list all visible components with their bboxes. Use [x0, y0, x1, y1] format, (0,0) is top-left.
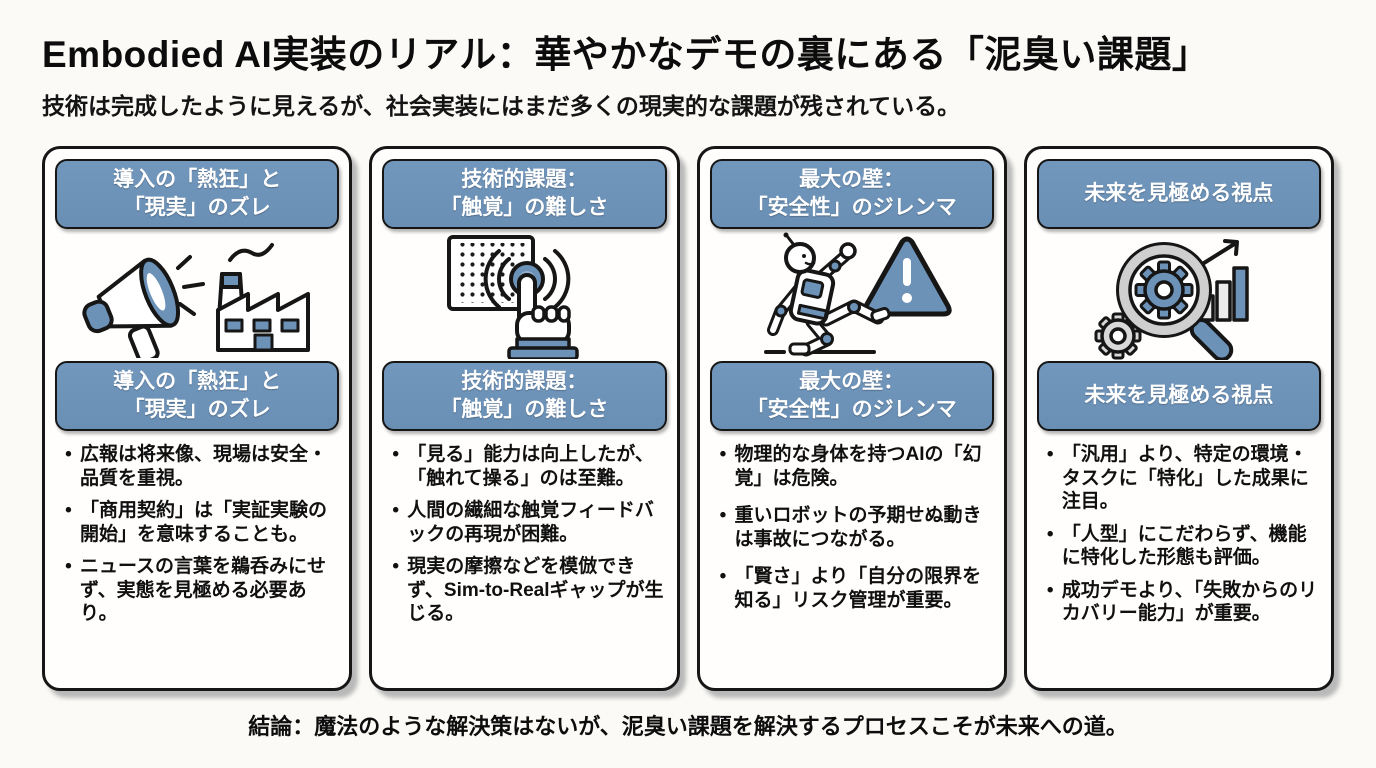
bullet-dot: • — [719, 505, 727, 527]
card-subheader-line1: 最大の壁： — [799, 370, 905, 394]
card-hype-vs-reality: 導入の「熱狂」と 「現実」のズレ — [42, 146, 353, 691]
card-header-line1: 最大の壁： — [799, 168, 905, 192]
bullet-item: • 物理的な身体を持つAIの「幻覚」は危険。 — [712, 443, 992, 490]
magnifier-gear-chart-icon — [1037, 229, 1321, 361]
page-header: Embodied AI実装のリアル：華やかなデモの裏にある「泥臭い課題」 技術は… — [0, 0, 1376, 121]
page-subtitle: 技術は完成したように見えるが、社会実装にはまだ多くの現実的な課題が残されている。 — [42, 93, 961, 119]
touch-sensor-hand-icon — [382, 229, 666, 361]
card-header-line2: 「安全性」のジレンマ — [746, 196, 957, 219]
bullet-dot: • — [1046, 523, 1054, 545]
bullet-item: • 成功デモより、「失敗からのリカバリー能力」が重要。 — [1039, 579, 1319, 626]
bullet-item: • 「賢さ」より「自分の限界を知る」リスク管理が重要。 — [712, 565, 992, 612]
bullet-text: 現実の摩擦などを模倣できず、Sim-to-Realギャップが生じる。 — [407, 556, 664, 625]
card-subheader-banner: 導入の「熱狂」と 「現実」のズレ — [55, 361, 340, 431]
bullet-text: 広報は将来像、現場は安全・品質を重視。 — [80, 444, 328, 489]
card-subheader-line1: 導入の「熱狂」と — [113, 370, 282, 394]
card-subheader-banner: 技術的課題： 「触覚」の難しさ — [382, 361, 667, 431]
bullet-list: • 「汎用」より、特定の環境・タスクに「特化」した成果に注目。 • 「人型」にこ… — [1037, 443, 1321, 626]
bullet-item: • 「人型」にこだわらず、機能に特化した形態も評価。 — [1039, 523, 1319, 570]
bullet-text: ニュースの言葉を鵜呑みにせず、実態を見極める必要あり。 — [80, 556, 327, 625]
card-subheader-banner: 未来を見極める視点 — [1036, 361, 1321, 431]
bullet-item: • 「商用契約」は「実証実験の開始」を意味することも。 — [57, 499, 337, 546]
card-subheader-line2: 「安全性」のジレンマ — [746, 398, 957, 421]
bullet-dot: • — [65, 444, 72, 465]
megaphone-factory-icon — [55, 229, 339, 361]
bullet-item: • 「汎用」より、特定の環境・タスクに「特化」した成果に注目。 — [1039, 443, 1319, 514]
card-header-banner: 未来を見極める視点 — [1036, 159, 1321, 229]
bullet-item: • 人間の繊細な触覚フィードバックの再現が困難。 — [384, 499, 664, 546]
bullet-dot: • — [719, 444, 727, 465]
bullet-item: • 現実の摩擦などを模倣できず、Sim-to-Realギャップが生じる。 — [384, 555, 664, 626]
bullet-text: 「見る」能力は向上したが、「触れて操る」のは至難。 — [407, 444, 654, 489]
card-header-banner: 導入の「熱狂」と 「現実」のズレ — [55, 159, 340, 229]
bullet-item: • ニュースの言葉を鵜呑みにせず、実態を見極める必要あり。 — [57, 555, 337, 626]
card-subheader-line1: 技術的課題： — [461, 370, 588, 394]
bullet-dot: • — [392, 444, 400, 465]
page-title: Embodied AI実装のリアル：華やかなデモの裏にある「泥臭い課題」 — [42, 34, 1210, 75]
falling-robot-warning-icon — [710, 229, 994, 361]
bullet-list: • 物理的な身体を持つAIの「幻覚」は危険。 • 重いロボットの予期せぬ動きは事… — [710, 443, 994, 612]
bullet-dot: • — [719, 566, 727, 588]
card-subheader-line2: 「現実」のズレ — [123, 398, 271, 421]
bullet-item: • 広報は将来像、現場は安全・品質を重視。 — [57, 443, 337, 490]
bullet-text: 重いロボットの予期せぬ動きは事故につながる。 — [734, 505, 982, 550]
card-header-banner: 最大の壁： 「安全性」のジレンマ — [709, 159, 994, 229]
bullet-text: 成功デモより、「失敗からのリカバリー能力」が重要。 — [1061, 579, 1318, 625]
card-subheader-banner: 最大の壁： 「安全性」のジレンマ — [709, 361, 994, 431]
cards-row: 導入の「熱狂」と 「現実」のズレ — [0, 146, 1376, 691]
card-subheader-line2: 「触覚」の難しさ — [440, 398, 609, 421]
card-safety-dilemma: 最大の壁： 「安全性」のジレンマ — [696, 146, 1007, 691]
bullet-dot: • — [1046, 579, 1054, 601]
card-future-perspective: 未来を見極める視点 — [1023, 146, 1334, 691]
card-header-line2: 「触覚」の難しさ — [440, 196, 609, 219]
bullet-text: 「人型」にこだわらず、機能に特化した形態も評価。 — [1061, 523, 1307, 569]
card-header-banner: 技術的課題： 「触覚」の難しさ — [382, 159, 667, 229]
card-header-line1: 未来を見極める視点 — [1084, 182, 1274, 206]
bullet-item: • 重いロボットの予期せぬ動きは事故につながる。 — [712, 504, 992, 551]
bullet-text: 人間の繊細な触覚フィードバックの再現が困難。 — [407, 500, 654, 545]
bullet-text: 「汎用」より、特定の環境・タスクに「特化」した成果に注目。 — [1061, 444, 1309, 513]
bullet-dot: • — [65, 556, 72, 578]
bullet-list: • 「見る」能力は向上したが、「触れて操る」のは至難。 • 人間の繊細な触覚フィ… — [382, 443, 666, 626]
card-subheader-line1: 未来を見極める視点 — [1084, 384, 1274, 408]
card-header-line1: 導入の「熱狂」と — [113, 168, 282, 192]
bullet-text: 「商用契約」は「実証実験の開始」を意味することも。 — [80, 500, 328, 545]
bullet-text: 物理的な身体を持つAIの「幻覚」は危険。 — [734, 444, 982, 489]
bullet-text: 「賢さ」より「自分の限界を知る」リスク管理が重要。 — [734, 566, 982, 611]
bullet-dot: • — [392, 556, 400, 578]
bullet-list: • 広報は将来像、現場は安全・品質を重視。 • 「商用契約」は「実証実験の開始」… — [55, 443, 339, 626]
bullet-dot: • — [65, 500, 72, 522]
card-header-line1: 技術的課題： — [461, 168, 588, 192]
bullet-dot: • — [392, 500, 400, 522]
bullet-item: • 「見る」能力は向上したが、「触れて操る」のは至難。 — [384, 443, 664, 490]
card-tactile-challenge: 技術的課題： 「触覚」の難しさ — [369, 146, 680, 691]
conclusion-text: 結論：魔法のような解決策はないが、泥臭い課題を解決するプロセスこそが未来への道。 — [248, 714, 1128, 739]
card-header-line2: 「現実」のズレ — [123, 196, 271, 219]
bullet-dot: • — [1046, 444, 1054, 465]
